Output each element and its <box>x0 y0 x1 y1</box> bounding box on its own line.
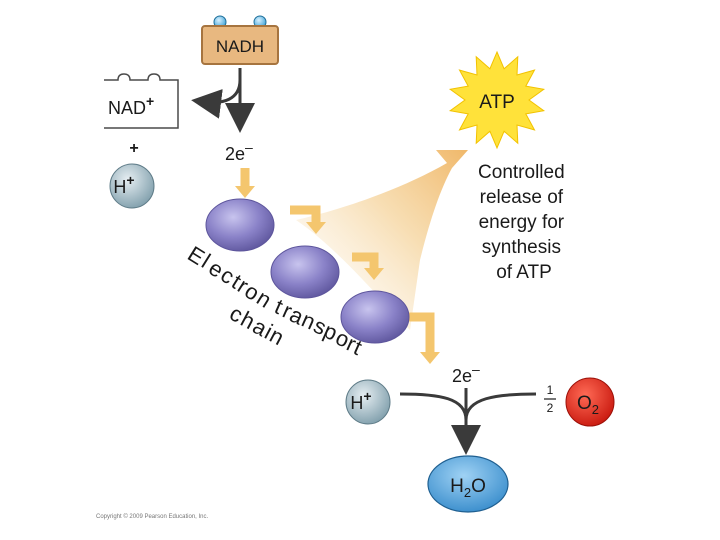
energy-note-line: energy for <box>479 212 565 233</box>
energy-note-line: of ATP <box>496 262 552 283</box>
proton-top: H+ <box>109 163 155 209</box>
proton-top-charge: + <box>126 172 134 188</box>
oxygen-molecule: 1 2 O2 <box>544 377 615 427</box>
nad-charge: + <box>146 93 154 109</box>
svg-text:O2: O2 <box>577 393 599 417</box>
oxygen-label: O <box>577 393 592 414</box>
svg-text:H+: H+ <box>350 388 371 413</box>
step-arrow <box>352 252 379 268</box>
electrons-bottom-label: 2e <box>452 366 472 386</box>
step-arrow-head <box>235 186 255 198</box>
atp-burst: ATP <box>448 50 546 150</box>
svg-text:NAD+: NAD+ <box>108 93 154 118</box>
oxygen-converge-arrow <box>464 392 537 421</box>
water-suffix: O <box>471 476 486 497</box>
oxygen-subscript: 2 <box>592 402 599 417</box>
proton-bottom-charge: + <box>363 388 371 404</box>
step-arrow <box>406 312 435 352</box>
step-arrow-head <box>364 268 384 280</box>
copyright-notice: Copyright © 2009 Pearson Education, Inc. <box>96 514 209 520</box>
step-arrow-head <box>306 222 326 234</box>
nadh-label: NADH <box>216 37 264 56</box>
proton-bottom: H+ <box>345 379 391 425</box>
etc-label: E l e c t r o n t r a n s p o r t c h a … <box>183 241 365 360</box>
fraction-denominator: 2 <box>547 401 554 415</box>
step-arrow-head <box>420 352 440 364</box>
energy-note-line: synthesis <box>482 237 561 258</box>
electrons-top-charge: – <box>245 139 253 155</box>
electron-transport-chain <box>205 168 440 364</box>
electrons-top-label: 2e <box>225 144 245 164</box>
svg-text:2e–: 2e– <box>225 139 253 164</box>
svg-text:H+: H+ <box>113 172 134 197</box>
energy-note: Controlled release of energy for synthes… <box>478 162 570 283</box>
nadh-molecule: NADH <box>201 15 279 65</box>
water-subscript: 2 <box>464 485 471 500</box>
svg-text:2e–: 2e– <box>452 361 480 386</box>
step-arrow <box>290 205 321 222</box>
electrons-bottom-charge: – <box>472 361 480 377</box>
atp-label: ATP <box>479 92 515 113</box>
fraction-numerator: 1 <box>547 383 554 397</box>
energy-note-line: release of <box>480 187 564 208</box>
electron-carrier <box>205 198 275 252</box>
nadh-to-nad-arrow <box>191 68 242 119</box>
nad-plus-molecule: NAD+ <box>104 73 179 129</box>
nad-label: NAD <box>108 98 146 118</box>
proton-converge-arrow <box>399 392 468 421</box>
plus-sign: + <box>129 140 138 157</box>
water-molecule: H2O <box>427 455 509 513</box>
electron-carrier <box>270 245 340 299</box>
water-label: H <box>450 476 464 497</box>
energy-note-line: Controlled <box>478 162 565 183</box>
energy-release-fan <box>296 150 468 330</box>
electron-carrier <box>340 290 410 344</box>
proton-bottom-label: H <box>350 393 363 413</box>
svg-text:H2O: H2O <box>450 476 486 500</box>
proton-top-label: H <box>113 177 126 197</box>
